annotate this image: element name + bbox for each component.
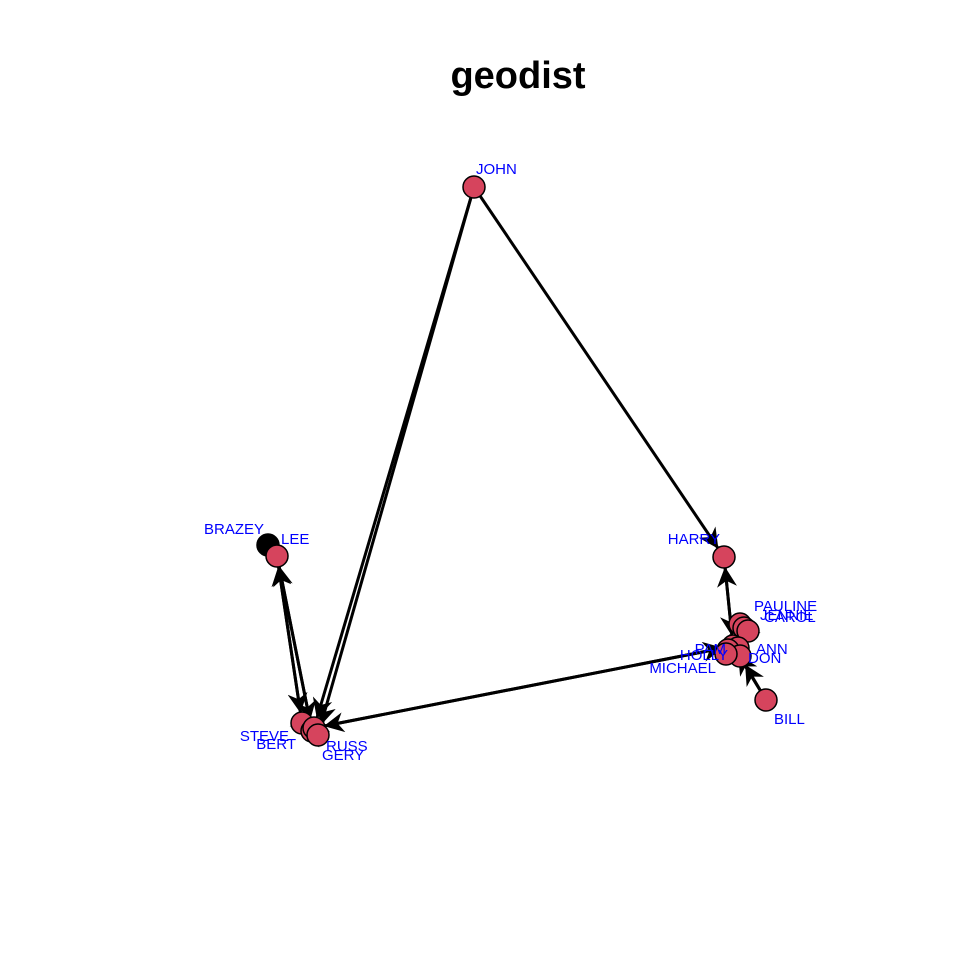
node-label-michael: MICHAEL: [649, 660, 716, 677]
node-label-carol: CAROL: [764, 609, 816, 626]
node-label-holly: HOLLY: [680, 647, 728, 664]
node-label-john: JOHN: [476, 161, 517, 178]
node-michael: [714, 642, 738, 666]
node-label-lee: LEE: [281, 531, 309, 548]
node-lee: [265, 544, 289, 568]
node-label-bert: BERT: [256, 736, 296, 753]
node-label-russ: RUSS: [326, 738, 368, 755]
node-harry: [712, 545, 736, 569]
node-label-brazey: BRAZEY: [204, 521, 264, 538]
node-gery: [306, 723, 330, 747]
edge-bill-don: [744, 664, 764, 692]
node-label-pauline: PAULINE: [754, 598, 817, 615]
node-label-steve: STEVE: [240, 728, 289, 745]
node-label-pam: PAM: [695, 641, 726, 658]
node-john: [462, 175, 486, 199]
edge-bert-lee: [273, 565, 312, 721]
edge-john-gery: [316, 197, 473, 726]
edge-pam-russ: [323, 646, 723, 733]
node-label-don: DON: [748, 650, 781, 667]
nodes-layer: [256, 175, 778, 747]
edge-steve-lee: [271, 565, 302, 713]
node-label-gery: GERY: [322, 747, 364, 764]
node-label-harry: HARRY: [668, 531, 720, 548]
edge-john-harry: [478, 195, 720, 549]
node-label-jennie: JENNIE: [760, 607, 813, 624]
node-bill: [754, 688, 778, 712]
plot-title: geodist: [450, 55, 586, 97]
node-label-ann: ANN: [756, 641, 788, 658]
node-label-bill: BILL: [774, 711, 805, 728]
